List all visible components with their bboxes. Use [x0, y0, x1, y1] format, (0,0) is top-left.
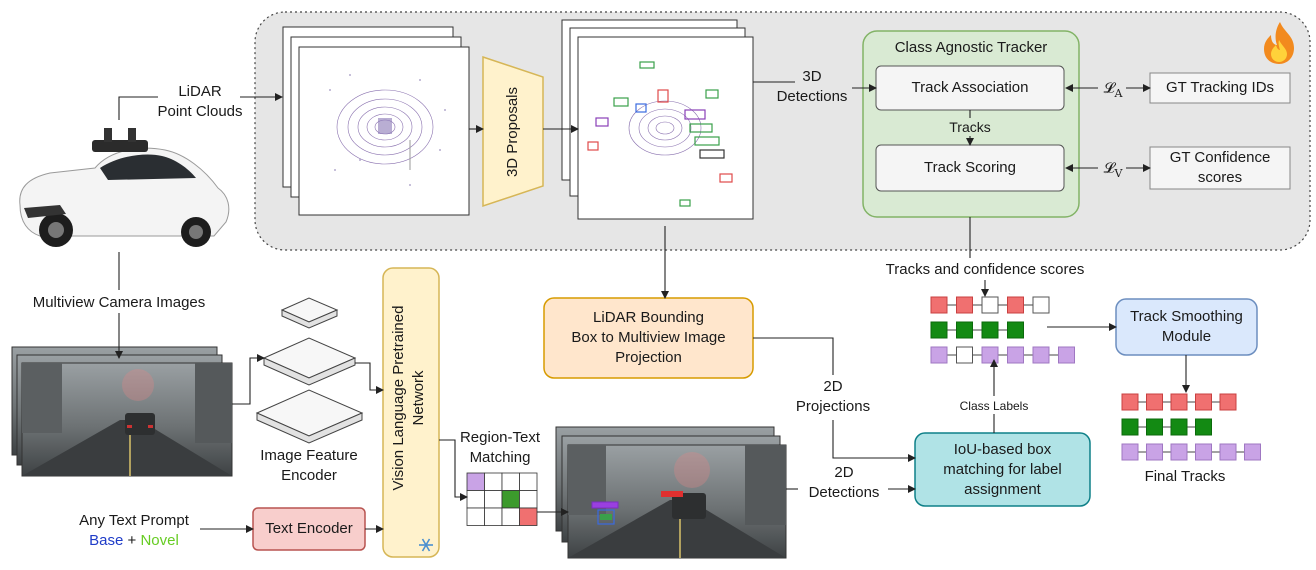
final-track-box-purple-square — [1244, 443, 1261, 461]
proposals-trapezoid — [482, 55, 544, 208]
track-box-red-square — [1007, 296, 1024, 314]
gt-confidence-box: GT Confidence scores — [1169, 149, 1271, 186]
matching-box-shape — [914, 432, 1091, 507]
final-track-box-red-square — [1219, 393, 1237, 411]
final-track-box-red-square — [1146, 393, 1163, 411]
final-track-box-green-square — [1195, 418, 1212, 436]
connectors — [115, 81, 1190, 533]
track-box-empty-square — [981, 296, 999, 314]
track-box-purple-square — [981, 346, 999, 364]
track-box-purple-square — [1032, 346, 1050, 364]
track-box-purple-square — [930, 346, 948, 364]
track-box-green-square — [981, 321, 999, 339]
loss-v-subscript: V — [1114, 167, 1123, 180]
vlm-label: Vision Language Pretrained Network — [390, 305, 427, 491]
final-track-box-green-square — [1121, 418, 1139, 436]
region-grid-cell — [466, 490, 485, 509]
class-labels-label: Class Labels — [959, 399, 1029, 413]
tracks-label: Tracks — [949, 119, 991, 135]
car-image — [19, 128, 230, 247]
projection-box: LiDAR Bounding Box to Multiview Image Pr… — [571, 309, 726, 366]
feature-encoder-label: Image Feature Encoder — [260, 447, 358, 484]
detections-2d-label: 2D Detections — [808, 464, 880, 501]
final-track-box-red-square — [1170, 393, 1188, 411]
text-encoder-box: Text Encoder — [265, 520, 353, 537]
lidar-point-cloud-stack — [282, 26, 470, 216]
track-box-purple-square — [1058, 346, 1075, 364]
track-scoring-box: Track Scoring — [924, 159, 1016, 176]
final-track-box-red-square — [1121, 393, 1139, 411]
region-text-label: Region-Text Matching — [459, 429, 541, 466]
loss-v: 𝓛V — [1096, 158, 1130, 184]
loss-a-subscript: A — [1114, 87, 1123, 100]
track-box-green-square — [1007, 321, 1024, 339]
track-box-green-square — [930, 321, 948, 339]
vlm-box-shape — [382, 267, 440, 558]
final-track-box-purple-square — [1219, 443, 1237, 461]
region-grid-cell — [484, 472, 503, 491]
loss-a-symbol: 𝓛 — [1103, 79, 1115, 97]
track-box-purple-square — [1007, 346, 1024, 364]
track-box-red-square — [930, 296, 948, 314]
region-grid-cell — [519, 472, 538, 491]
final-track-box-red-square — [1195, 393, 1212, 411]
track-box-green-square — [956, 321, 973, 339]
region-grid-cell — [501, 472, 520, 491]
tracker-title: Class Agnostic Tracker — [894, 39, 1048, 56]
track-rows-input — [930, 296, 1075, 364]
snowflake-icon — [419, 538, 433, 552]
detections-3d-label: 3D Detections — [776, 68, 848, 105]
gt-confidence-shape — [1149, 146, 1291, 190]
lidar-label: LiDAR Point Clouds — [157, 83, 243, 120]
final-track-box-green-square — [1170, 418, 1188, 436]
final-track-box-purple-square — [1195, 443, 1212, 461]
track-box-red-square — [956, 296, 973, 314]
track-rows-final — [1121, 393, 1261, 461]
final-tracks-label: Final Tracks — [1144, 468, 1226, 485]
track-box-empty-square — [1032, 296, 1050, 314]
region-grid-cell — [484, 490, 503, 509]
fire-icon — [1264, 22, 1294, 64]
region-grid-cell — [466, 472, 485, 491]
projections-2d-label: 2D Projections — [795, 378, 871, 415]
detection-image-stack — [555, 426, 787, 559]
track-box-empty-square — [956, 346, 973, 364]
text-prompt-classes: Base + Novel — [74, 531, 194, 551]
region-grid-cell — [519, 490, 538, 509]
gt-tracking-ids-shape — [1149, 72, 1291, 104]
prompt-novel: Novel — [140, 532, 179, 549]
feature-encoder-slabs — [255, 297, 364, 444]
prompt-base: Base — [89, 532, 124, 549]
final-track-box-green-square — [1146, 418, 1163, 436]
region-grid-cell — [484, 507, 503, 526]
track-association-box: Track Association — [911, 79, 1029, 96]
final-track-box-purple-square — [1121, 443, 1139, 461]
proposal-output-stack — [561, 19, 754, 220]
final-track-box-purple-square — [1146, 443, 1163, 461]
loss-v-symbol: 𝓛 — [1103, 159, 1115, 177]
prompt-plus: + — [127, 532, 137, 549]
gt-tracking-ids-box: GT Tracking IDs — [1165, 79, 1275, 96]
camera-image-stack — [11, 346, 233, 477]
proposals-label: 3D Proposals — [504, 86, 521, 178]
text-prompt-label: Any Text Prompt — [79, 512, 189, 529]
region-grid-cell — [501, 490, 520, 509]
region-grid-cell — [519, 507, 538, 526]
smoothing-box: Track Smoothing Module — [1130, 308, 1243, 345]
tracks-confidence-label: Tracks and confidence scores — [885, 261, 1085, 278]
region-text-grid — [466, 472, 538, 526]
region-grid-cell — [466, 507, 485, 526]
final-track-box-purple-square — [1170, 443, 1188, 461]
matching-box: IoU-based box matching for label assignm… — [943, 440, 1062, 498]
loss-a: 𝓛A — [1096, 78, 1130, 104]
camera-label: Multiview Camera Images — [32, 294, 206, 311]
region-grid-cell — [501, 507, 520, 526]
